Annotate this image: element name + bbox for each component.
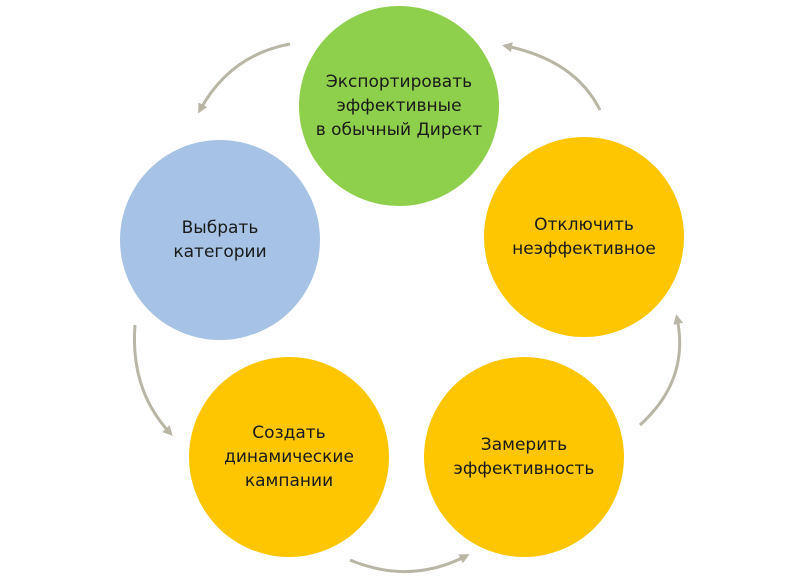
node-create-label: Создать динамические кампании xyxy=(224,423,354,491)
node-select-label: Выбрать категории xyxy=(173,218,267,262)
node-measure-label: Замерить эффективность xyxy=(453,435,595,479)
node-measure-effectiveness: Замерить эффективность xyxy=(424,357,624,557)
node-export-effective: Экспортировать эффективные в обычный Дир… xyxy=(299,6,499,206)
node-disable-label: Отключить неэффективное xyxy=(512,215,656,259)
node-select-categories: Выбрать категории xyxy=(120,140,320,340)
arrow-select-to-create xyxy=(132,324,173,436)
node-create-dynamic-campaigns: Создать динамические кампании xyxy=(189,357,389,557)
node-disable-ineffective: Отключить неэффективное xyxy=(484,137,684,337)
arrow-measure-to-disable xyxy=(638,314,684,427)
arrow-create-to-measure xyxy=(349,554,470,573)
node-export-label: Экспортировать эффективные в обычный Дир… xyxy=(315,72,483,140)
arrow-export-to-select xyxy=(198,42,291,114)
arrow-disable-to-export xyxy=(502,42,602,111)
